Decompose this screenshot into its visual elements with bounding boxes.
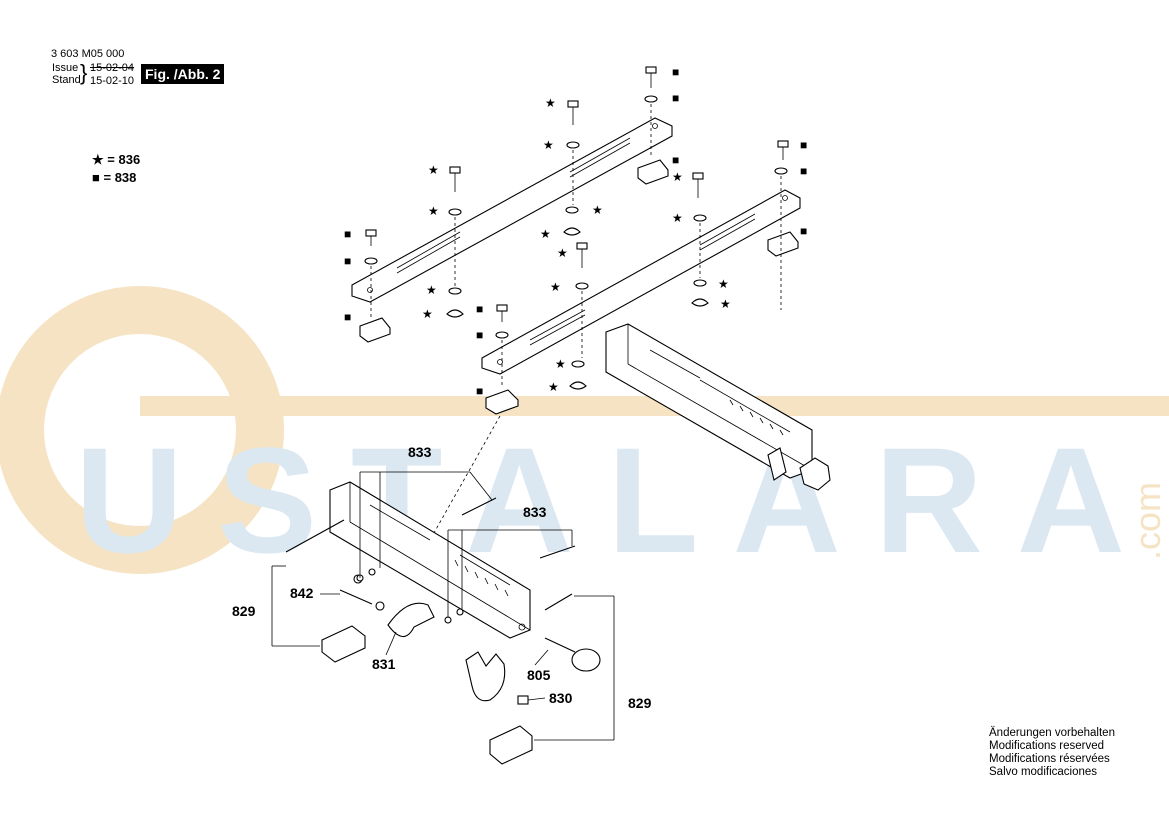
star-icon: ★ [720,297,731,311]
star-icon: ★ [428,204,439,218]
modification-notes: Änderungen vorbehalten Modifications res… [989,727,1115,779]
washer [693,214,707,222]
star-icon: ★ [92,152,104,167]
stand-label: Stand [52,74,81,86]
bolt [567,100,579,125]
bolt [777,140,789,160]
rail-upper-right [481,189,801,375]
square-icon: ■ [476,384,484,398]
star-icon: ★ [672,211,683,225]
washer [364,257,378,265]
washer [575,282,589,290]
callout-833-left: 833 [408,444,432,460]
parts-lower [285,497,601,765]
washer [565,206,579,214]
square-icon: ■ [672,153,680,167]
bolt [496,304,508,322]
clamp-brackets-upper [359,159,799,415]
knob-805 [544,637,601,672]
legend-item-836: ★ = 836 [92,152,140,168]
issue-label: Issue [52,62,79,74]
star-icon: ★ [555,357,566,371]
note-es: Salvo modificaciones [989,766,1098,778]
washer [644,95,658,103]
callout-842: 842 [290,585,314,601]
wing-nut [563,227,581,236]
star-icon: ★ [426,283,437,297]
bolt [365,229,377,246]
star-icon: ★ [557,246,568,260]
fasteners-upper [364,66,789,390]
note-de: Änderungen vorbehalten [989,727,1115,739]
square-icon: ■ [476,302,484,316]
star-icon: ★ [543,138,554,152]
washer [774,167,788,175]
bracket-830 [465,651,506,702]
issue-date-new: 15-02-10 [90,75,135,87]
part-number: 3 603 M05 000 [51,48,125,60]
watermark-ring [0,286,284,574]
extension-housing-right [605,323,831,491]
star-icon: ★ [672,170,683,184]
star-icon: ★ [422,307,433,321]
callout-833-right: 833 [523,504,547,520]
square-icon: ■ [800,224,808,238]
clamp-829-right [489,725,533,765]
legend-text: = 836 [107,152,141,167]
note-en: Modifications reserved [989,740,1105,752]
legend-item-838: ■ = 838 [92,170,136,185]
washer [448,208,462,216]
bolt [576,242,588,268]
callout-831: 831 [372,656,396,672]
star-icon: ★ [718,277,729,291]
star-icon: ★ [592,203,603,217]
bolt [692,172,704,198]
callout-829-left: 829 [232,603,256,619]
star-icon: ★ [428,163,439,177]
legend-text: = 838 [103,170,137,185]
square-icon: ■ [344,227,352,241]
clamp-829-left [321,625,366,663]
square-icon: ■ [672,91,680,105]
wing-nut [691,298,709,307]
bolt [645,66,657,88]
square-icon: ■ [800,138,808,152]
pad-830 [517,695,529,705]
figure-label: Fig. /Abb. 2 [141,64,225,84]
bolt [449,166,461,192]
washer [448,287,462,295]
watermark-suffix: .com [1127,482,1168,560]
square-icon: ■ [344,254,352,268]
star-icon: ★ [548,380,559,394]
bracket-symbol: } [80,60,88,85]
assembly-lines [370,104,782,541]
star-icon: ★ [545,96,556,110]
square-icon: ■ [92,170,100,185]
callout-829-right: 829 [628,695,652,711]
note-fr: Modifications réservées [989,753,1110,765]
star-icon: ★ [540,227,551,241]
washer [566,141,580,149]
washer [571,360,585,368]
square-icon: ■ [672,65,680,79]
callout-leaders [271,471,615,741]
washer [693,279,707,287]
watermark-bar [140,396,1169,416]
square-icon: ■ [344,310,352,324]
wing-nut [446,309,464,318]
callout-805: 805 [527,667,551,683]
star-icon: ★ [550,280,561,294]
washer [495,331,509,339]
wing-nut [569,381,587,390]
issue-date-old: 15-02-04 [90,62,135,74]
square-icon: ■ [476,328,484,342]
square-icon: ■ [800,164,808,178]
rail-upper-left [351,117,673,303]
callout-830: 830 [549,690,573,706]
bracket-831 [387,602,435,638]
